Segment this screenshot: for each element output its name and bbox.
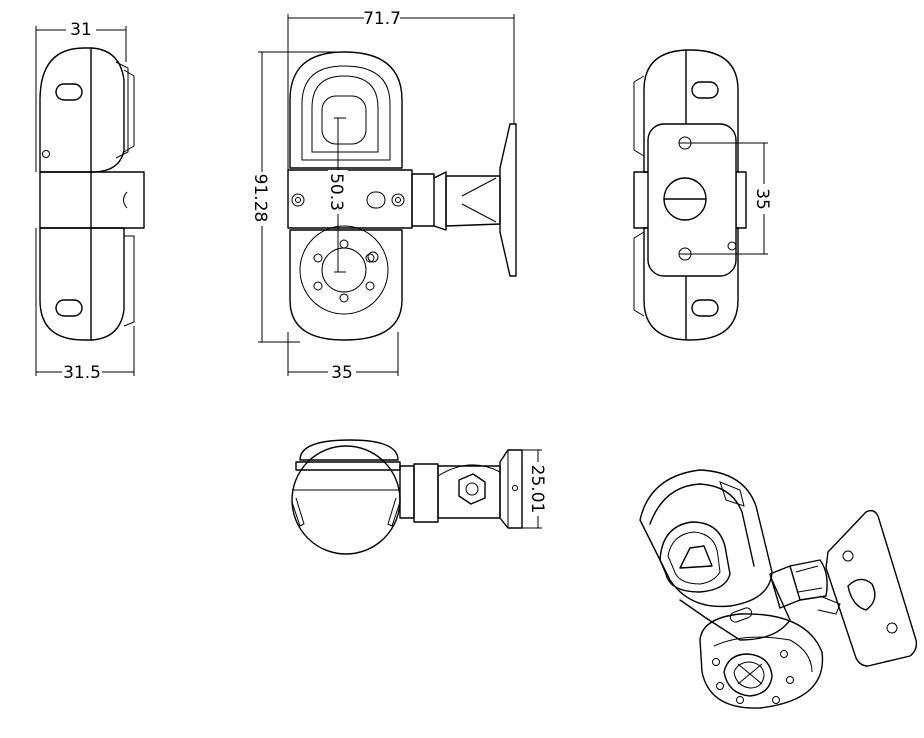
dim-back-hole-spacing: 35 (752, 188, 772, 210)
dim-front-height: 91.28 (250, 174, 270, 223)
dim-front-total-width: 71.7 (363, 9, 401, 29)
dim-side-top-width: 31 (70, 20, 92, 40)
dim-side-bottom-width: 31.5 (63, 363, 101, 383)
dim-front-center-distance: 50.3 (326, 173, 346, 211)
side-view-left: 31 31.5 (35, 20, 145, 383)
front-view: 71.7 91.28 50.3 35 (250, 9, 517, 383)
dim-front-bottom-width: 35 (331, 363, 353, 383)
isometric-view (639, 469, 918, 709)
back-view: 35 (633, 49, 774, 341)
dim-top-bracket-height: 25.01 (527, 465, 547, 514)
top-view: 25.01 (291, 439, 548, 555)
